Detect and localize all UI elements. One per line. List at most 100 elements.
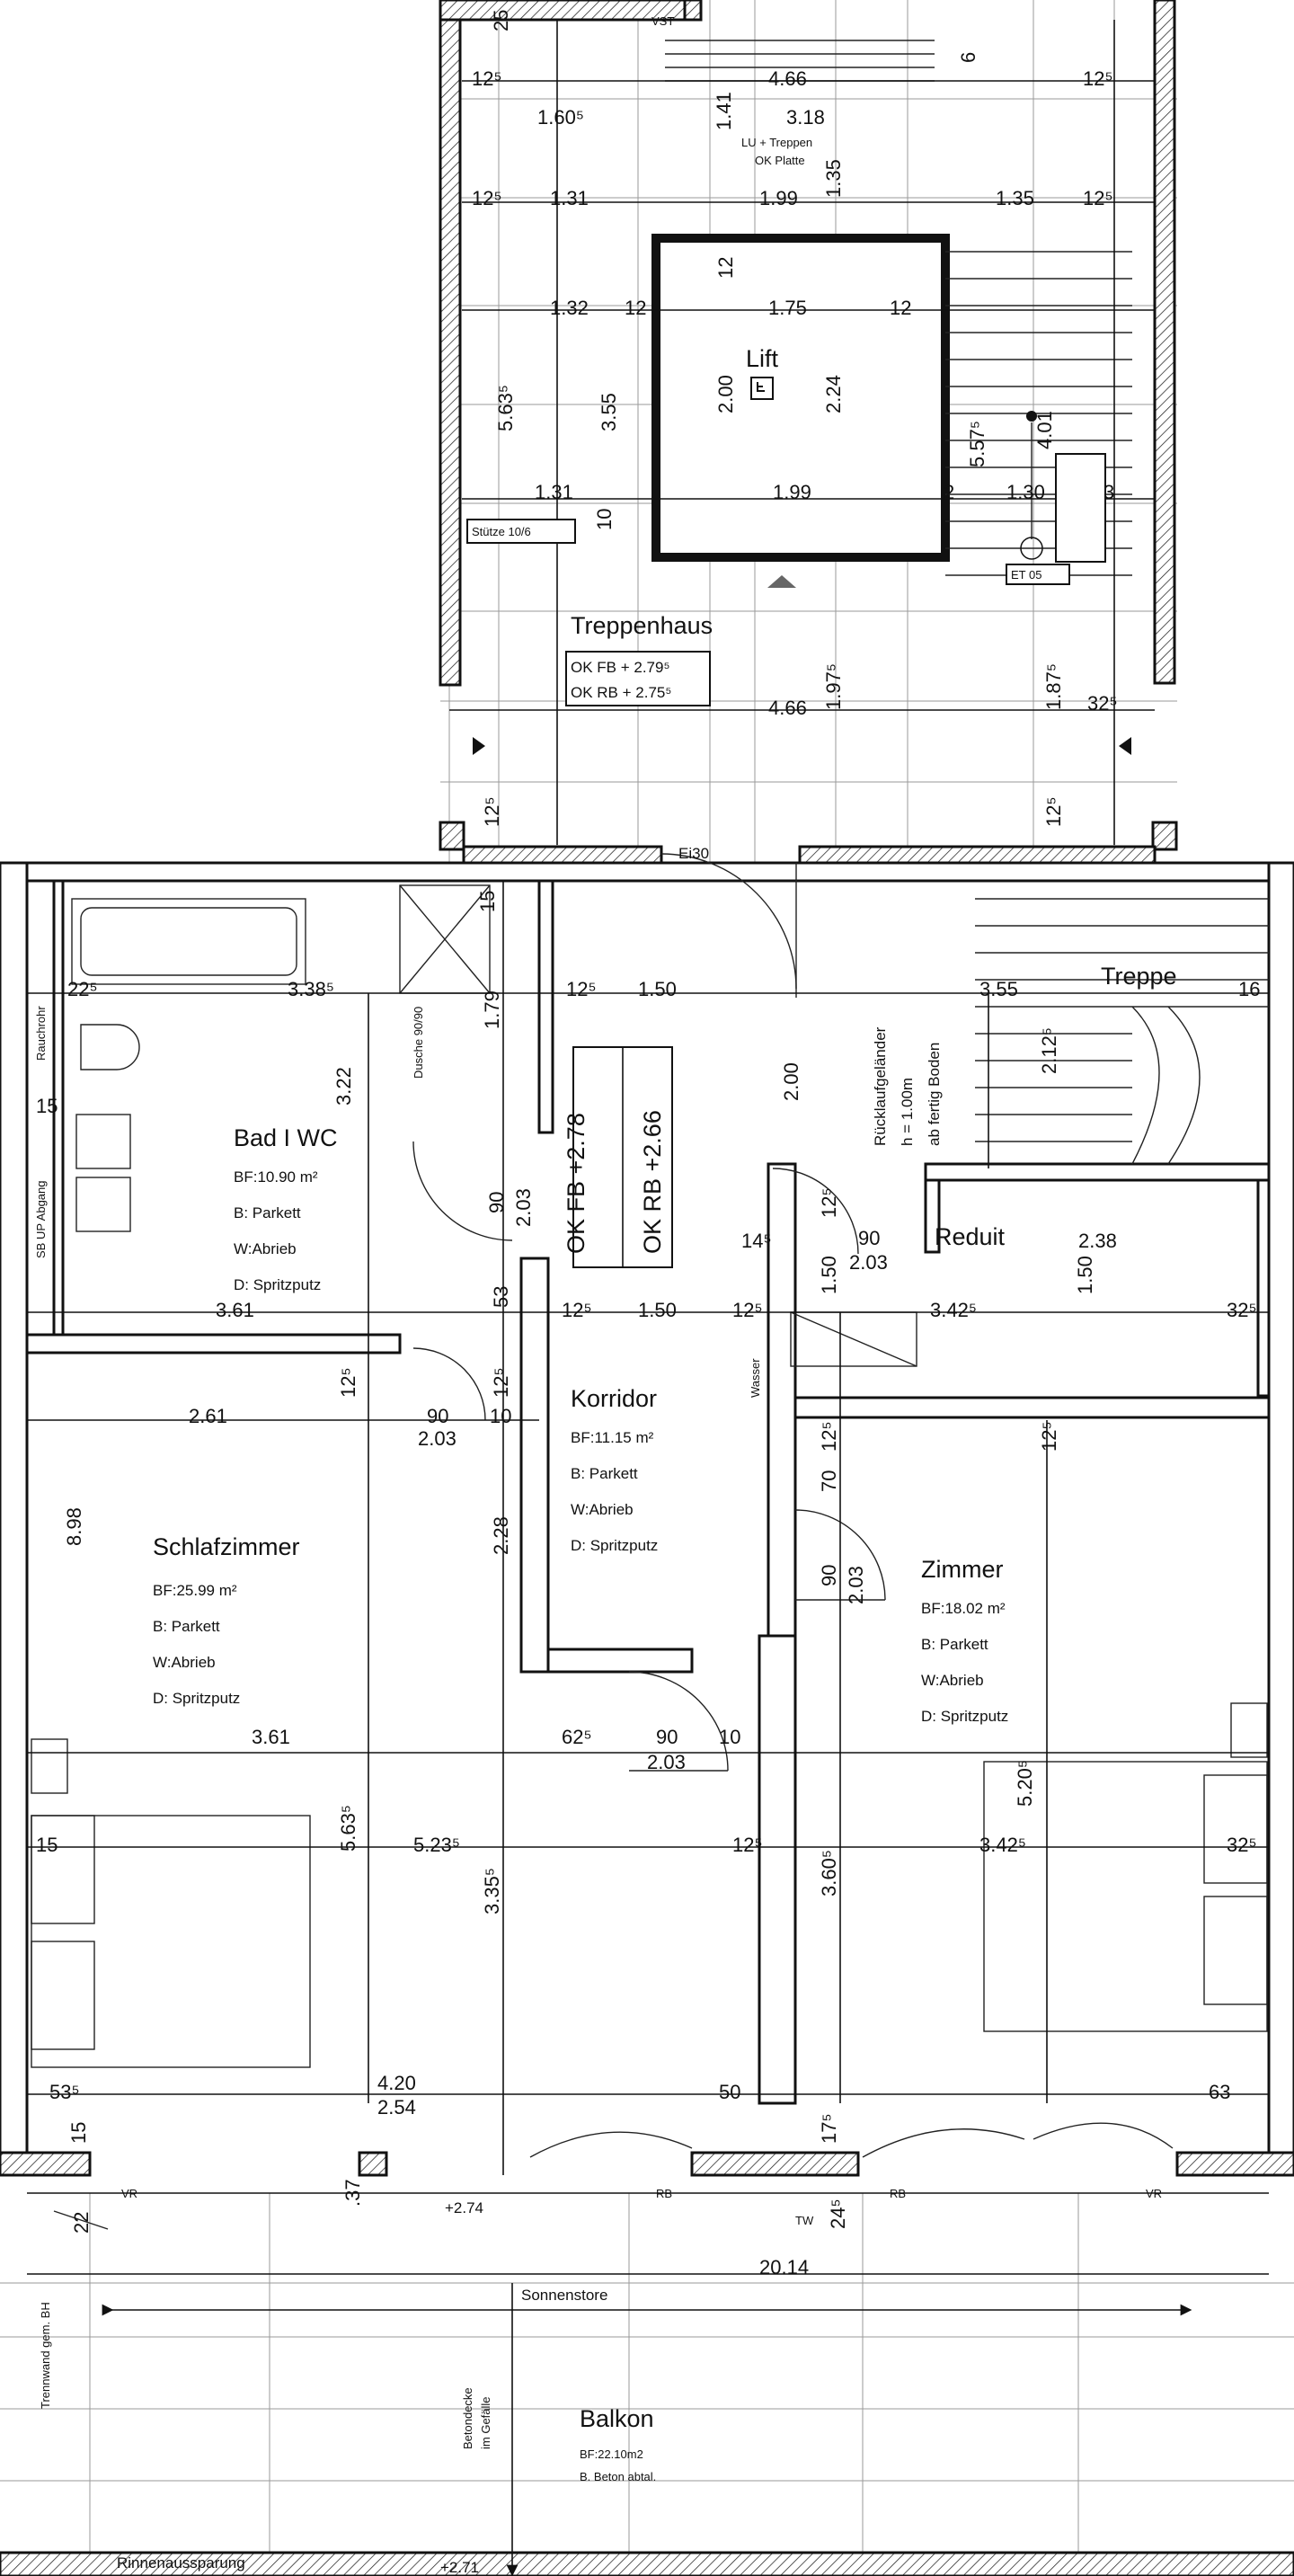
rauch-label: Rauchrohr: [34, 1006, 48, 1061]
dim-197: 1.97⁵: [822, 663, 845, 710]
dim-261: 2.61: [189, 1405, 227, 1427]
dim-10b: 10: [490, 1405, 511, 1427]
dim-245: 24⁵: [827, 2198, 849, 2229]
dim-125f: 12⁵: [1042, 796, 1065, 827]
dim-150a: 1.50: [638, 978, 677, 1000]
dim-130: 1.30: [1006, 481, 1045, 503]
dim-199b: 1.99: [773, 481, 811, 503]
treppe-label: Treppe: [1101, 963, 1177, 990]
dim-135a: 1.35: [996, 187, 1034, 209]
zimmer-label: Zimmer: [921, 1556, 1003, 1583]
dim-175b: 17⁵: [818, 2113, 840, 2144]
dim-25: 25: [490, 10, 512, 31]
dim-203c: 2.03: [418, 1427, 456, 1450]
dim-200b: 2.00: [780, 1062, 802, 1101]
dim-3: 3: [1103, 481, 1114, 503]
korridor-area: BF:11.15 m²: [571, 1429, 654, 1446]
dim-160: 1.60⁵: [537, 106, 584, 129]
dim-125n: 12⁵: [1038, 1421, 1060, 1452]
bad-area: BF:10.90 m²: [234, 1168, 318, 1186]
dim-199a: 1.99: [759, 187, 798, 209]
trenn-label: Trennwand gem. BH: [39, 2302, 52, 2409]
dim-225: 22⁵: [67, 978, 98, 1000]
dim-63: 63: [1209, 2081, 1230, 2103]
dimension-lines: [27, 20, 1269, 2576]
dim-6: 6: [957, 52, 979, 63]
bad-decke: D: Spritzputz: [234, 1276, 321, 1293]
dim-361a: 3.61: [216, 1299, 254, 1321]
dim-460: 4.66: [768, 67, 807, 90]
dim-131b: 1.31: [535, 481, 573, 503]
dim-318: 3.18: [786, 106, 825, 129]
dim-254: 2.54: [377, 2096, 416, 2119]
dim-203b: 2.03: [849, 1251, 888, 1274]
dim-12b: 12: [890, 297, 911, 319]
betondecke-1: Betondecke: [461, 2387, 474, 2449]
room-labels: Treppenhaus OK FB + 2.79⁵ OK RB + 2.75⁵ …: [153, 612, 1177, 2483]
dim-898: 8.98: [63, 1507, 85, 1546]
bad-label: Bad I WC: [234, 1124, 338, 1151]
dim-563a: 5.63⁵: [494, 385, 517, 431]
dusche-label: Dusche 90/90: [412, 1007, 425, 1079]
dim-224: 2.24: [822, 375, 845, 413]
stuetze-label: Stütze 10/6: [472, 525, 531, 538]
vr-label-1: VR: [121, 2187, 137, 2200]
zimmer-boden: B: Parkett: [921, 1636, 988, 1653]
dim-90b: 90: [858, 1227, 880, 1249]
schlafzimmer-boden: B: Parkett: [153, 1618, 220, 1635]
dim-557: 5.57⁵: [966, 421, 988, 467]
dim-203e: 2.03: [647, 1751, 686, 1773]
dim-2014: 20.14: [759, 2256, 809, 2278]
dim-125j: 12⁵: [818, 1187, 840, 1218]
dim-10c: 10: [719, 1726, 740, 1748]
dim-355: 3.55: [598, 393, 620, 431]
dim-325b: 32⁵: [1227, 1834, 1257, 1856]
bad-boden: B: Parkett: [234, 1204, 301, 1221]
lift-shaft: Lift: [651, 234, 950, 588]
dim-212: 2.12⁵: [1038, 1027, 1060, 1074]
bad-wand: W:Abrieb: [234, 1240, 297, 1257]
dim-131a: 1.31: [550, 187, 589, 209]
dim-90d: 90: [818, 1565, 840, 1586]
schlafzimmer-label: Schlafzimmer: [153, 1533, 300, 1560]
dim-37: .37: [341, 2179, 364, 2207]
sonnenstore-label: Sonnenstore: [521, 2287, 607, 2304]
dim-53: 53: [490, 1286, 512, 1308]
dim-22: 22: [70, 2212, 93, 2234]
dim-563b: 5.63⁵: [337, 1805, 359, 1852]
vr-label-2: VR: [1146, 2187, 1162, 2200]
betondecke-2: im Gefälle: [479, 2396, 492, 2449]
dim-535: 53⁵: [49, 2081, 80, 2103]
dim-401: 4.01: [1033, 411, 1056, 449]
ok-rb-corr: OK RB +2.66: [639, 1110, 666, 1254]
dim-141: 1.41: [713, 92, 735, 130]
dim-150c: 1.50: [1074, 1256, 1096, 1294]
zimmer-decke: D: Spritzputz: [921, 1708, 1008, 1725]
dim-125g: 12⁵: [566, 978, 597, 1000]
dim-150d: 1.50: [818, 1256, 840, 1294]
stair-box: [1055, 453, 1106, 563]
treppenhaus-okfb: OK FB + 2.79⁵: [571, 659, 670, 676]
dim-420: 4.20: [377, 2072, 416, 2094]
dim-335: 3.35⁵: [481, 1868, 503, 1914]
dim-360: 3.60⁵: [818, 1850, 840, 1896]
dim-179: 1.79: [481, 990, 503, 1029]
dimension-labels: 4.66 3.18 1.60⁵ 1.41 1.31 1.99 1.35 1.35…: [36, 10, 1260, 2278]
korridor-wand: W:Abrieb: [571, 1501, 634, 1518]
stuetze-box: [466, 519, 576, 544]
dim-466: 4.66: [768, 697, 807, 719]
dim-125k: 12⁵: [337, 1367, 359, 1398]
schlafzimmer-wand: W:Abrieb: [153, 1654, 216, 1671]
wasser-label: Wasser: [749, 1358, 762, 1398]
rueck-1: Rücklaufgeländer: [872, 1026, 889, 1146]
dim-520: 5.20⁵: [1014, 1760, 1036, 1807]
korridor-label: Korridor: [571, 1385, 657, 1412]
level-274: +2.74: [445, 2199, 483, 2216]
dim-125o: 12⁵: [732, 1834, 763, 1856]
ok-stair-box: [565, 651, 711, 706]
dim-32a: 32⁵: [1087, 692, 1118, 715]
zimmer-wand: W:Abrieb: [921, 1672, 984, 1689]
level-271: +2.71: [440, 2559, 479, 2576]
